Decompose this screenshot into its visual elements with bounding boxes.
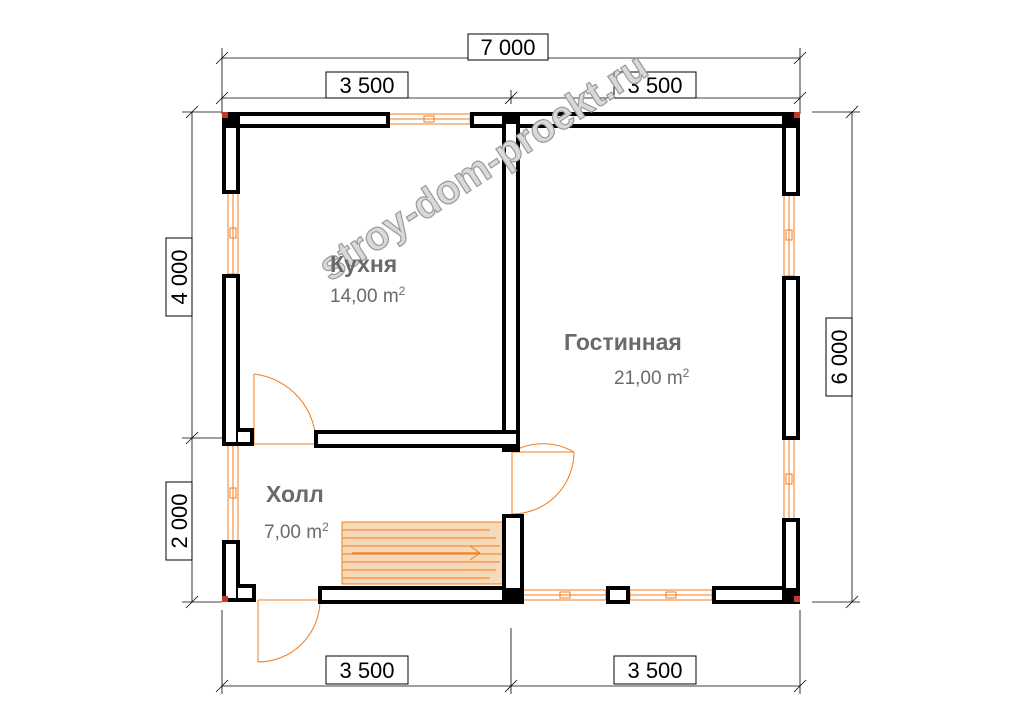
- window-top-kitchen: [387, 113, 471, 125]
- room-label-kitchen: Кухня 14,00 m2: [330, 251, 406, 307]
- window-bottom-left: [521, 589, 607, 601]
- window-right-upper: [783, 193, 795, 277]
- room-name-hall: Холл: [266, 481, 324, 507]
- room-area-living: 21,00 m2: [614, 366, 690, 389]
- dimension-label-left-upper: 4 000: [165, 237, 193, 317]
- window-left-kitchen: [227, 191, 239, 275]
- dimension-label-top-left: 3 500: [325, 71, 409, 99]
- doors: [253, 373, 575, 663]
- dim-left-upper-text: 4 000: [167, 249, 192, 304]
- room-name-kitchen: Кухня: [330, 251, 397, 277]
- room-area-hall: 7,00 m2: [264, 520, 329, 543]
- dim-left-lower-text: 2 000: [167, 493, 192, 548]
- window-left-hall: [227, 443, 239, 543]
- dimension-label-total-width: 7 000: [467, 33, 549, 61]
- dimension-label-bottom-right: 3 500: [613, 655, 697, 685]
- room-label-living: Гостинная 21,00 m2: [564, 329, 690, 389]
- dim-bottom-right-text: 3 500: [627, 658, 682, 683]
- corner-markers: [222, 112, 800, 602]
- dim-top-right-text: 3 500: [627, 73, 682, 98]
- room-area-kitchen: 14,00 m2: [330, 284, 406, 307]
- window-bottom-right: [629, 589, 713, 601]
- dimension-label-right-total: 6 000: [825, 317, 853, 397]
- dimension-label-left-lower: 2 000: [165, 481, 193, 561]
- dim-total-width-text: 7 000: [480, 35, 535, 60]
- dim-top-left-text: 3 500: [339, 73, 394, 98]
- dimension-label-bottom-left: 3 500: [325, 655, 409, 685]
- dim-right-total-text: 6 000: [827, 329, 852, 384]
- door-swing-entrance: [257, 599, 321, 663]
- window-right-lower: [783, 437, 795, 521]
- door-swing-living-room: [511, 443, 575, 515]
- room-label-hall: Холл 7,00 m2: [264, 481, 329, 543]
- dimension-label-top-right: 3 500: [613, 71, 697, 99]
- room-name-living: Гостинная: [564, 329, 682, 355]
- dim-bottom-left-text: 3 500: [339, 658, 394, 683]
- walls: [222, 112, 800, 604]
- staircase: [341, 521, 509, 585]
- door-swing-hall-upper: [253, 373, 317, 445]
